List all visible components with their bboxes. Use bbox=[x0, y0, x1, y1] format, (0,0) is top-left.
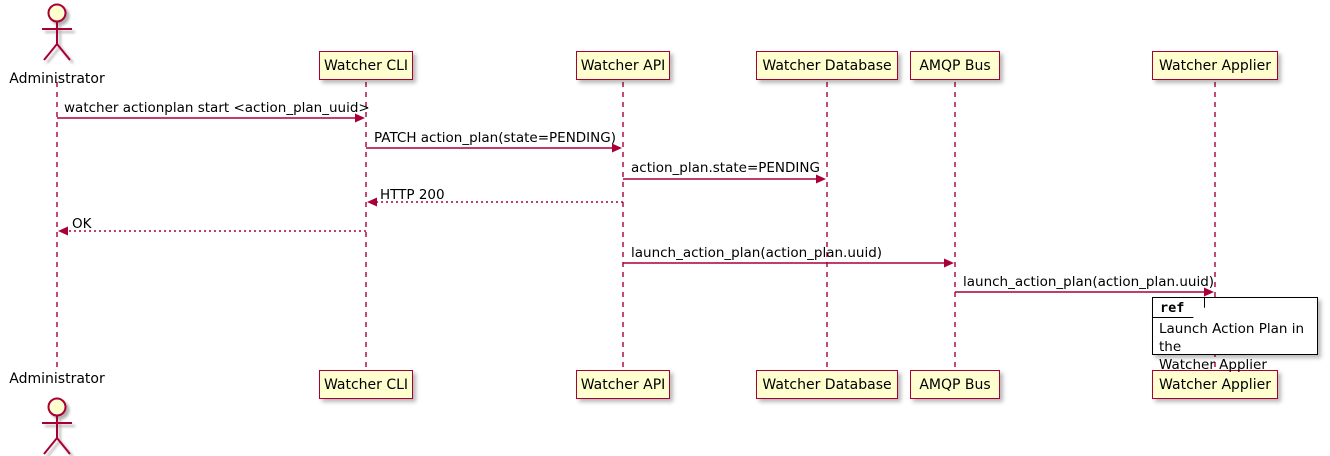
actor-figure-administrator-bottom bbox=[42, 397, 72, 455]
actor-head bbox=[47, 3, 67, 23]
message-watcher-actionplan-start-label: watcher actionplan start <action_plan_uu… bbox=[64, 100, 370, 116]
participant-watcher-cli-bottom[interactable]: Watcher CLI bbox=[319, 370, 413, 399]
participant-watcher-applier-top[interactable]: Watcher Applier bbox=[1152, 51, 1278, 80]
message-ok-label: OK bbox=[72, 216, 92, 232]
ref-body-text: Launch Action Plan in the Watcher Applie… bbox=[1159, 321, 1305, 374]
actor-figures-group bbox=[42, 3, 72, 455]
actor-leg-right bbox=[56, 43, 71, 61]
actor-label-administrator-top: Administrator bbox=[9, 71, 105, 87]
participant-watcher-applier-bottom[interactable]: Watcher Applier bbox=[1152, 370, 1278, 399]
message-arrowhead-message-http-200 bbox=[367, 197, 377, 207]
lifelines-group bbox=[56, 82, 1216, 370]
ref-keyword-label: ref bbox=[1153, 298, 1206, 318]
participant-amqp-bus-top[interactable]: AMQP Bus bbox=[910, 51, 1000, 80]
message-arrowhead-message-watcher-actionplan-start bbox=[355, 113, 365, 123]
actor-leg-right bbox=[56, 437, 71, 455]
message-launch-action-plan-api-amqp-label: launch_action_plan(action_plan.uuid) bbox=[631, 245, 883, 261]
actor-label-administrator-bottom: Administrator bbox=[9, 371, 105, 387]
participant-amqp-bus-bottom[interactable]: AMQP Bus bbox=[910, 370, 1000, 399]
message-arrowhead-message-launch-action-plan-amqp-applier bbox=[1204, 287, 1214, 297]
message-http-200-label: HTTP 200 bbox=[380, 187, 445, 203]
actor-leg-left bbox=[43, 437, 58, 455]
participant-watcher-database-top[interactable]: Watcher Database bbox=[756, 51, 898, 80]
message-action-plan-state-pending-label: action_plan.state=PENDING bbox=[631, 160, 820, 176]
actor-leg-left bbox=[43, 43, 58, 61]
message-arrowhead-message-ok bbox=[58, 226, 68, 236]
participant-watcher-cli-top[interactable]: Watcher CLI bbox=[319, 51, 413, 80]
participant-watcher-database-bottom[interactable]: Watcher Database bbox=[756, 370, 898, 399]
actor-head bbox=[47, 397, 67, 417]
participant-watcher-api-top[interactable]: Watcher API bbox=[576, 51, 670, 80]
participant-watcher-api-bottom[interactable]: Watcher API bbox=[576, 370, 670, 399]
message-arrowhead-message-patch-action-plan bbox=[612, 143, 622, 153]
message-arrows-group bbox=[57, 113, 1214, 297]
message-launch-action-plan-amqp-applier-label: launch_action_plan(action_plan.uuid) bbox=[963, 274, 1215, 290]
actor-figure-administrator-top bbox=[42, 3, 72, 61]
message-arrowhead-message-action-plan-state-pending bbox=[816, 174, 826, 184]
message-patch-action-plan-label: PATCH action_plan(state=PENDING) bbox=[374, 130, 616, 146]
message-arrowhead-message-launch-action-plan-api-amqp bbox=[944, 258, 954, 268]
